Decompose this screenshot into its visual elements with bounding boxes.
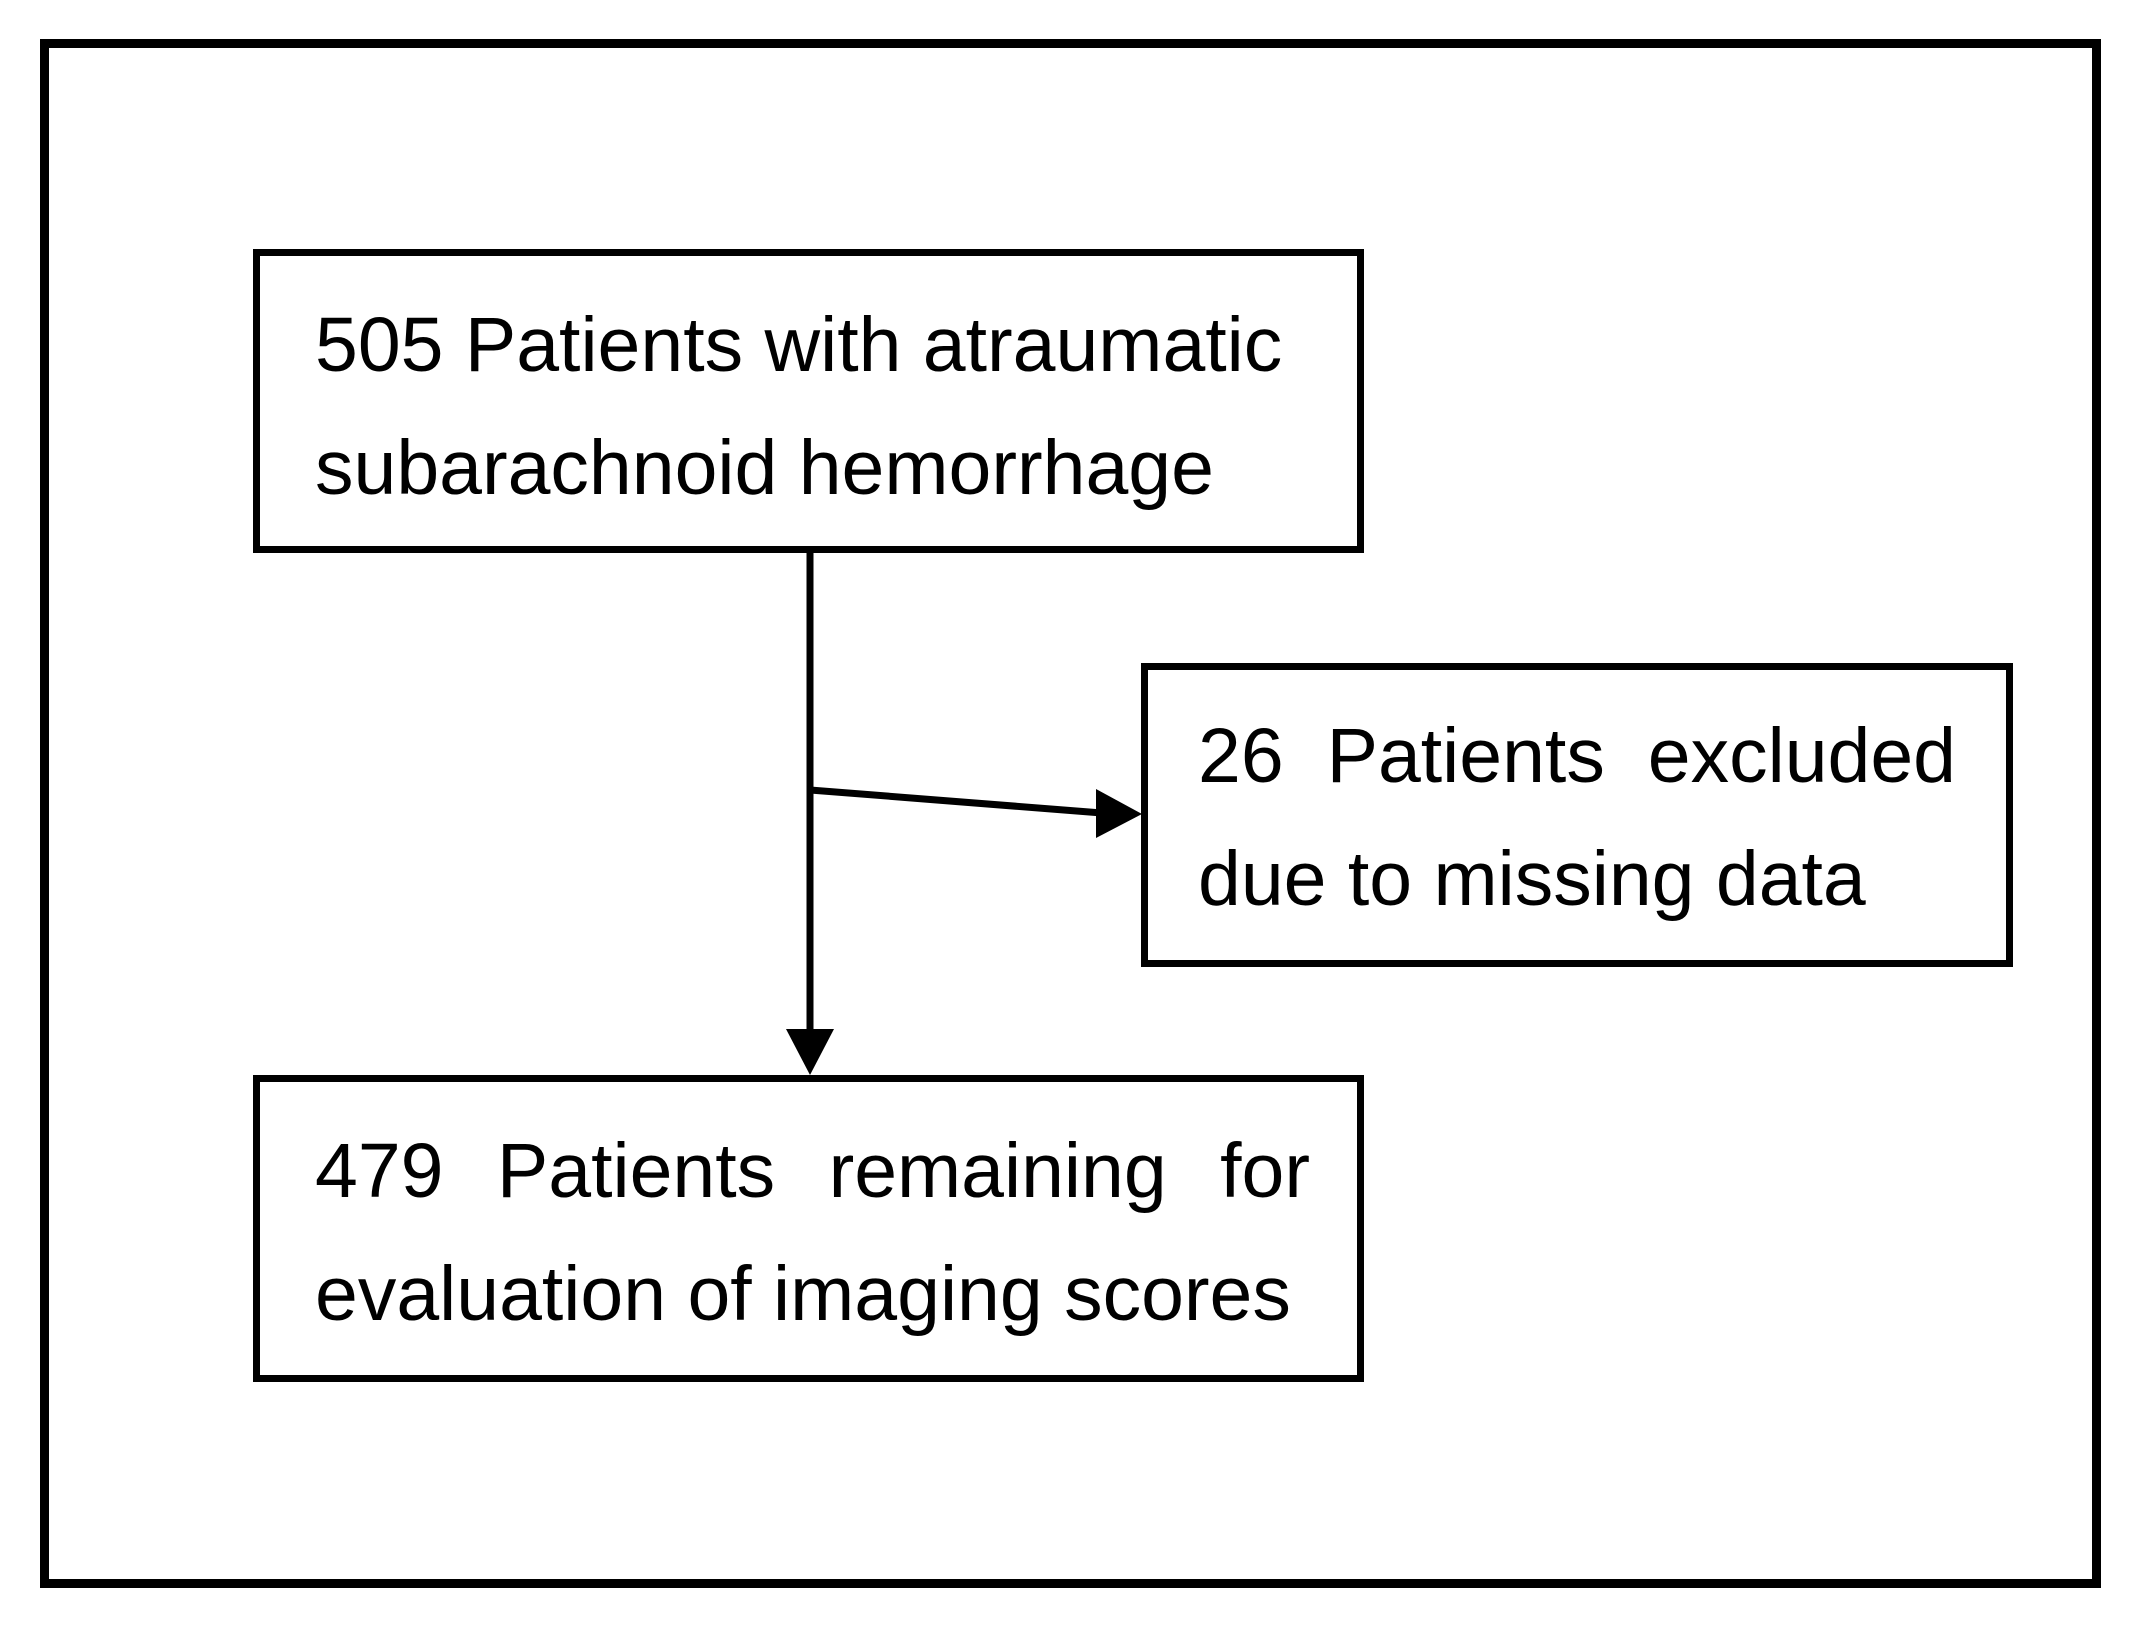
- branch-arrow-line: [809, 786, 1103, 817]
- branch-arrowhead: [1096, 789, 1142, 838]
- source-population-line2: subarachnoid hemorrhage: [315, 425, 1214, 511]
- remaining-patients-line1: 479 Patients remaining for: [315, 1128, 1310, 1214]
- excluded-patients-line2: due to missing data: [1198, 836, 1866, 922]
- source-population-box: 505 Patients with atraumatic subarachnoi…: [253, 249, 1364, 553]
- source-population-line1: 505 Patients with atraumatic: [315, 302, 1283, 388]
- excluded-patients-line1: 26 Patients excluded: [1198, 713, 1956, 799]
- figure-border: [40, 39, 2101, 1588]
- remaining-patients-box: 479 Patients remaining for evaluation of…: [253, 1075, 1364, 1382]
- down-arrowhead: [786, 1029, 834, 1075]
- remaining-patients-line2: evaluation of imaging scores: [315, 1251, 1291, 1337]
- excluded-patients-box: 26 Patients excluded due to missing data: [1141, 663, 2013, 967]
